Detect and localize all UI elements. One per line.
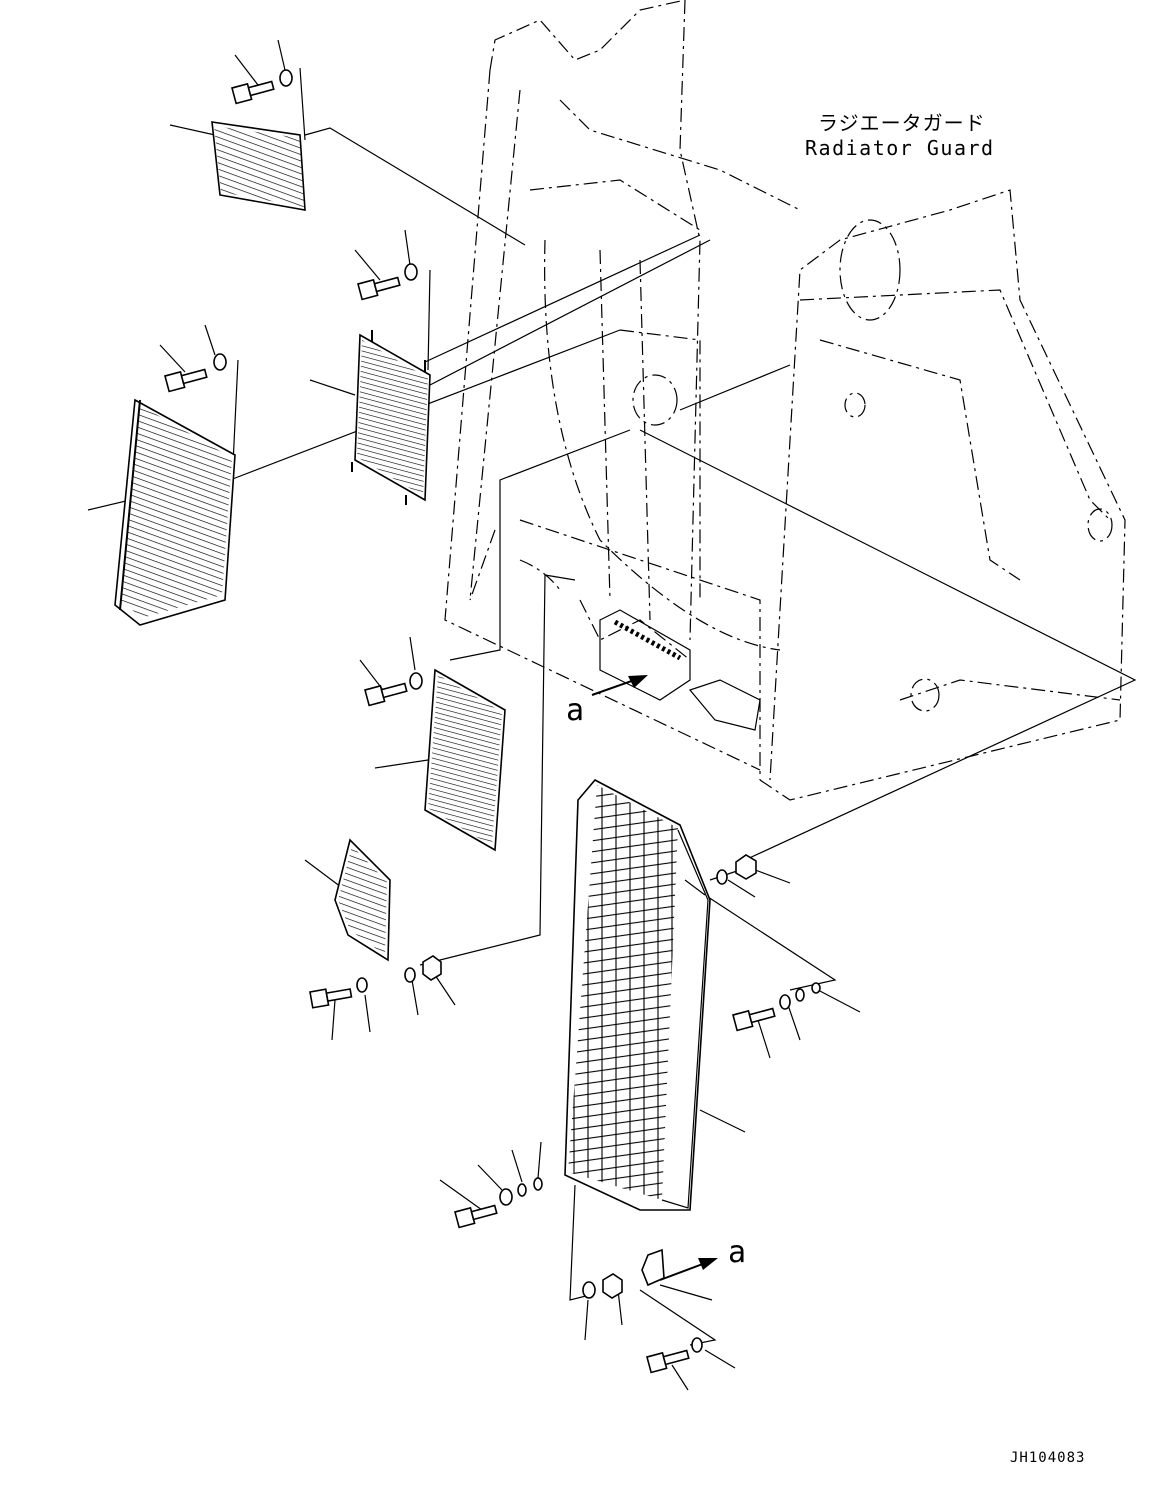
washer-icon: [356, 977, 368, 993]
nut-icon: [735, 854, 757, 880]
washer-icon: [279, 69, 293, 87]
washer-icon: [409, 672, 423, 690]
washer-icon: [811, 982, 821, 994]
bolt-icon: [231, 80, 275, 105]
washer-icon: [404, 967, 416, 983]
bolt-icon: [164, 368, 208, 393]
nut-icon: [422, 955, 442, 981]
bolt-icon: [357, 276, 401, 301]
large-radiator-grille: [564, 778, 711, 1211]
washer-icon: [404, 263, 418, 281]
title-japanese: ラジエータガード: [818, 111, 986, 135]
bolt-icon: [309, 988, 353, 1009]
view-arrows: [591, 675, 718, 1281]
machine-frame: [444, 0, 1126, 801]
washer-icon: [213, 353, 227, 371]
washer-icon: [582, 1281, 596, 1299]
view-marker-upper: a: [566, 693, 584, 728]
washer-icon: [499, 1188, 513, 1206]
washer-icon: [716, 869, 728, 885]
nut-icon: [602, 1273, 623, 1299]
drawing-id: JH104083: [1010, 1450, 1085, 1466]
middle-grille: [424, 668, 506, 852]
bolt-icon: [454, 1204, 498, 1229]
nuts: [422, 854, 757, 1299]
frame-step: [599, 609, 761, 731]
washer-icon: [533, 1177, 543, 1191]
washer-icon: [779, 994, 791, 1010]
upper-center-grille: [351, 330, 431, 505]
lower-left-cover: [334, 838, 391, 962]
callout-leaders: [87, 39, 861, 1391]
washer-icon: [517, 1183, 527, 1197]
upper-cover-plate: [211, 121, 306, 211]
view-marker-lower: a: [728, 1235, 746, 1270]
lower-bracket: [641, 1248, 665, 1287]
washer-icon: [795, 988, 805, 1002]
left-side-grille: [114, 398, 236, 626]
bolt-icon: [364, 682, 408, 707]
washer-icon: [691, 1337, 703, 1353]
washers: [213, 69, 821, 1353]
bolt-icon: [646, 1349, 690, 1374]
bolts: [164, 80, 776, 1374]
bolt-icon: [732, 1007, 776, 1032]
title-english: Radiator Guard: [805, 136, 995, 160]
leader-lines: [229, 67, 1137, 1346]
